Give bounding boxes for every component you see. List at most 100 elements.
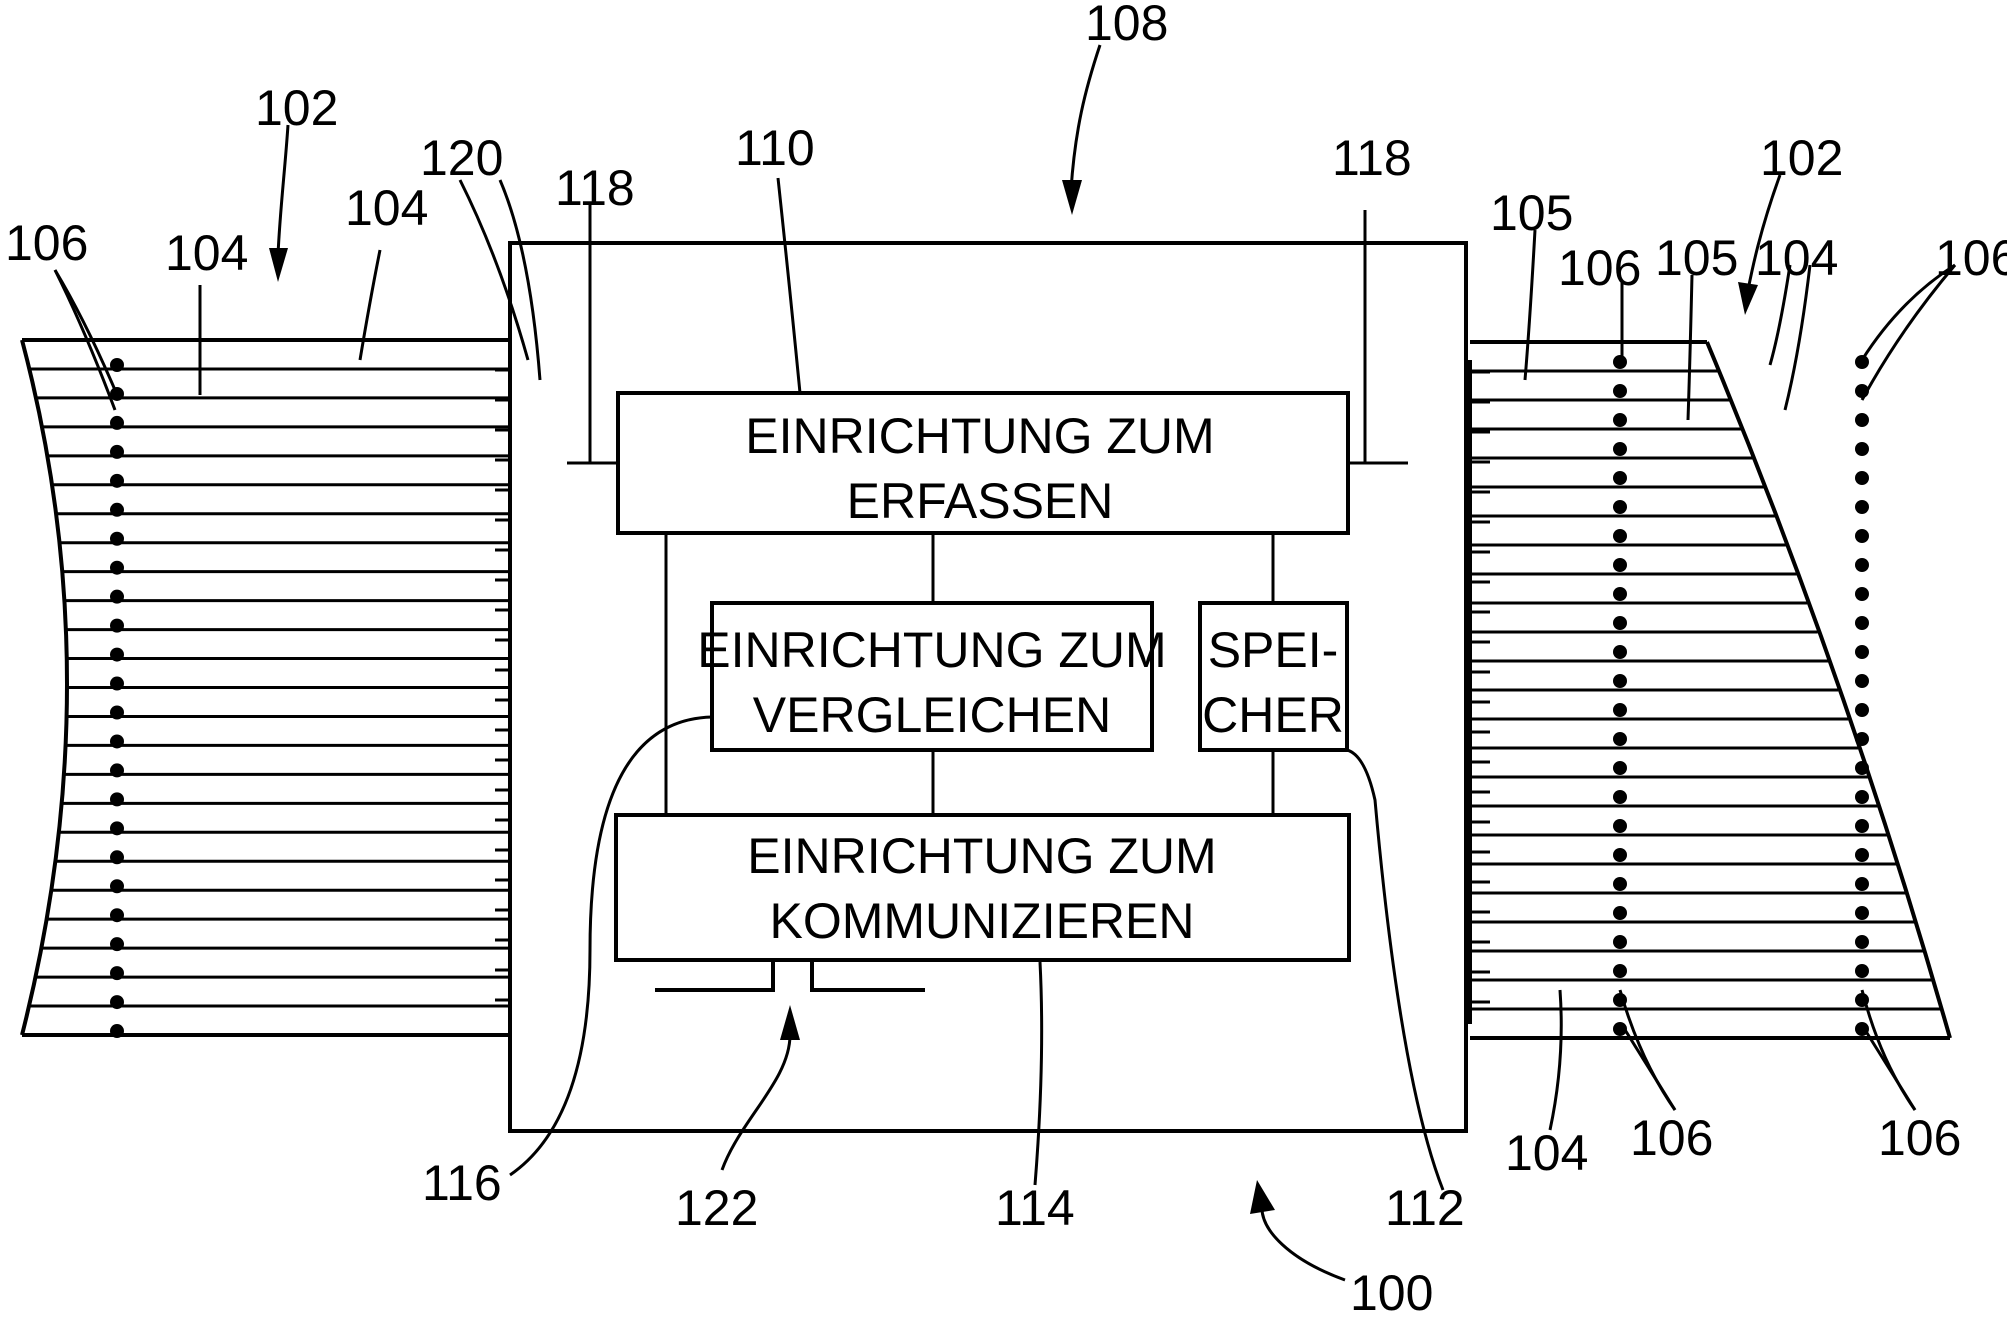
ref-106-right-bot-a: 106: [1630, 1110, 1713, 1166]
right-marker-dot-b: [1855, 587, 1869, 601]
right-marker-dot-b: [1855, 413, 1869, 427]
right-marker-dot-a: [1613, 442, 1627, 456]
left-marker-dot: [110, 561, 124, 575]
leader-104-right-b: [1785, 265, 1810, 410]
arrow-100-head: [1250, 1180, 1275, 1214]
left-marker-dot: [110, 532, 124, 546]
right-marker-dot-b: [1855, 732, 1869, 746]
left-marker-dot: [110, 908, 124, 922]
left-marker-dot: [110, 966, 124, 980]
right-marker-dot-b: [1855, 529, 1869, 543]
right-marker-dot-a: [1613, 877, 1627, 891]
right-marker-dot-b: [1855, 790, 1869, 804]
right-marker-dot-b: [1855, 877, 1869, 891]
left-marker-dot: [110, 445, 124, 459]
right-marker-dot-b: [1855, 703, 1869, 717]
communicate-box-line1: EINRICHTUNG ZUM: [747, 828, 1216, 884]
right-marker-dot-a: [1613, 587, 1627, 601]
left-tape-stripes: [29, 369, 525, 1006]
arrow-108: [1071, 45, 1100, 190]
ref-122: 122: [675, 1180, 758, 1236]
right-marker-dot-a: [1613, 645, 1627, 659]
left-marker-dot: [110, 648, 124, 662]
arrow-108-head: [1062, 180, 1082, 215]
left-tape-dots: [110, 358, 124, 1038]
left-marker-dot: [110, 995, 124, 1009]
ref-102-left: 102: [255, 80, 338, 136]
ref-120: 120: [420, 130, 503, 186]
ref-110: 110: [735, 120, 815, 176]
ref-106-right-bot-b: 106: [1878, 1110, 1961, 1166]
right-marker-dot-a: [1613, 355, 1627, 369]
left-marker-dot: [110, 416, 124, 430]
ref-104-left-b: 104: [345, 180, 428, 236]
right-marker-dot-a: [1613, 674, 1627, 688]
left-marker-dot: [110, 850, 124, 864]
right-marker-dot-b: [1855, 761, 1869, 775]
ref-118-left: 118: [555, 160, 635, 216]
left-marker-dot: [110, 677, 124, 691]
arrow-102-left: [278, 125, 288, 255]
memory-box-line2: CHER: [1202, 687, 1344, 743]
capture-box-line1: EINRICHTUNG ZUM: [745, 408, 1214, 464]
right-marker-dot-b: [1855, 558, 1869, 572]
right-marker-dot-b: [1855, 964, 1869, 978]
left-tape: [22, 340, 525, 1038]
ref-102-right: 102: [1760, 130, 1843, 186]
right-marker-dot-a: [1613, 384, 1627, 398]
right-marker-dot-b: [1855, 906, 1869, 920]
left-marker-dot: [110, 821, 124, 835]
ref-114: 114: [995, 1180, 1075, 1236]
ref-112: 112: [1385, 1180, 1465, 1236]
right-marker-dot-a: [1613, 703, 1627, 717]
right-marker-dot-b: [1855, 935, 1869, 949]
right-marker-dot-a: [1613, 964, 1627, 978]
right-marker-dot-a: [1613, 529, 1627, 543]
left-marker-dot: [110, 503, 124, 517]
right-marker-dot-a: [1613, 906, 1627, 920]
leader-105-a: [1525, 230, 1535, 380]
right-marker-dot-b: [1855, 819, 1869, 833]
right-marker-dot-b: [1855, 500, 1869, 514]
left-marker-dot: [110, 792, 124, 806]
communicate-box-line2: KOMMUNIZIEREN: [770, 893, 1195, 949]
right-marker-dot-a: [1613, 761, 1627, 775]
ref-106-right-top-b: 106: [1935, 230, 2007, 286]
ref-108: 108: [1085, 0, 1168, 51]
right-marker-dot-a: [1613, 732, 1627, 746]
ref-106-right-top-a: 106: [1558, 240, 1641, 296]
right-marker-dot-a: [1613, 790, 1627, 804]
ref-105-b: 105: [1655, 230, 1738, 286]
leader-104-left-b: [360, 250, 380, 360]
ref-105-a: 105: [1490, 185, 1573, 241]
right-marker-dot-b: [1855, 674, 1869, 688]
left-marker-dot: [110, 590, 124, 604]
leader-105-b: [1688, 275, 1692, 420]
left-marker-dot: [110, 706, 124, 720]
right-marker-dot-a: [1613, 500, 1627, 514]
right-marker-dot-b: [1855, 848, 1869, 862]
ref-104-right-a: 104: [1755, 230, 1838, 286]
left-tape-outline: [22, 340, 67, 1035]
right-marker-dot-b: [1855, 616, 1869, 630]
left-marker-dot: [110, 358, 124, 372]
left-marker-dot: [110, 879, 124, 893]
right-tape-stripes: [1470, 371, 1941, 1009]
right-marker-dot-a: [1613, 471, 1627, 485]
arrow-100: [1262, 1205, 1345, 1280]
right-marker-dot-a: [1613, 616, 1627, 630]
memory-box-line1: SPEI-: [1208, 622, 1339, 678]
left-marker-dot: [110, 1024, 124, 1038]
right-marker-dot-a: [1613, 935, 1627, 949]
ref-116: 116: [422, 1155, 502, 1211]
left-marker-dot: [110, 474, 124, 488]
right-marker-dot-b: [1855, 442, 1869, 456]
compare-box-line1: EINRICHTUNG ZUM: [697, 622, 1166, 678]
right-marker-dot-b: [1855, 645, 1869, 659]
ref-118-right: 118: [1332, 130, 1412, 186]
right-marker-dot-b: [1855, 355, 1869, 369]
right-marker-dot-b: [1855, 471, 1869, 485]
right-marker-dot-a: [1613, 413, 1627, 427]
